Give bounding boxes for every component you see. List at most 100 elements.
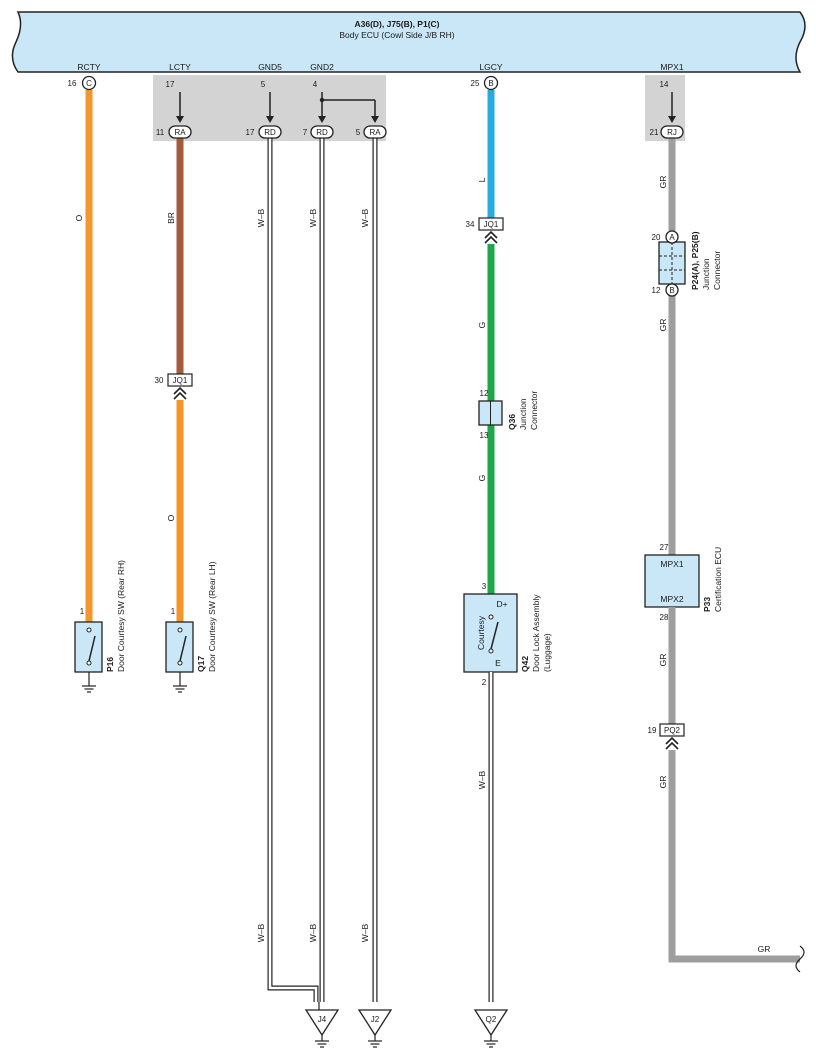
body-ecu-box xyxy=(11,11,806,73)
chevron-jq1-lgcy-1 xyxy=(484,230,498,239)
arrow-mpx1 xyxy=(668,116,676,123)
wire-label-wb-3: W–B xyxy=(308,208,318,227)
ground-j2-triangle xyxy=(357,1009,393,1037)
pin-p24-b: 12 xyxy=(652,286,661,295)
connector-rj-letter: RJ xyxy=(667,128,677,137)
p33-code: P33 xyxy=(702,597,712,612)
q42-line1: Door Lock Assembly xyxy=(531,594,541,672)
q17-switch-arm xyxy=(179,635,187,662)
p16-switch-arm xyxy=(88,635,96,662)
q42-switch-arm xyxy=(490,621,499,650)
pin-lcty: 17 xyxy=(166,80,175,89)
wire-label-gr-1: GR xyxy=(658,176,668,189)
q36-line2: Connector xyxy=(529,391,539,430)
q42-code: Q42 xyxy=(520,656,530,672)
arrow-lcty xyxy=(176,116,184,123)
connector-c-letter: C xyxy=(86,79,92,88)
connector-b2-letter: B xyxy=(669,286,674,295)
p33-mpx1: MPX1 xyxy=(660,559,683,569)
connector-ra-lcty-letter: RA xyxy=(174,128,186,137)
pin-q36-in: 12 xyxy=(480,389,489,398)
q42-box xyxy=(463,593,518,673)
wire-label-gr-5: GR xyxy=(758,944,771,954)
connector-b-letter: B xyxy=(488,79,493,88)
pin-rd-gnd2: 7 xyxy=(303,128,308,137)
ground-icon-q17 xyxy=(172,679,188,693)
q42-inner-label: Courtesy xyxy=(476,615,486,650)
connector-rd-gnd2 xyxy=(310,125,334,139)
q36-line1: Junction xyxy=(518,398,528,430)
ground-icon-j4 xyxy=(314,1034,330,1048)
pin-rcty: 16 xyxy=(68,79,77,88)
pin-gnd2: 4 xyxy=(313,80,318,89)
ground-q2-triangle xyxy=(473,1009,509,1037)
wire-mpx1-gray-3 xyxy=(668,750,800,963)
q42-contact-bottom xyxy=(488,648,494,654)
wire-label-br: BR xyxy=(166,212,176,224)
terminal-gnd2: GND2 xyxy=(310,62,334,72)
connector-rd-gnd5-letter: RD xyxy=(264,128,276,137)
ground-j4-label: J4 xyxy=(318,1015,327,1024)
pin-q42-in: 3 xyxy=(482,582,487,591)
chevron-pq2-1 xyxy=(665,736,679,745)
connector-a-letter: A xyxy=(669,233,675,242)
connector-ra-gnd2 xyxy=(363,125,387,139)
wire-label-o-2: O xyxy=(166,514,176,521)
pin-jq1-top: 34 xyxy=(466,220,475,229)
q36-code: Q36 xyxy=(507,414,517,430)
arrow-gnd2 xyxy=(318,116,326,123)
wire-label-wb-4: W–B xyxy=(308,923,318,942)
wire-label-wb-5: W–B xyxy=(360,208,370,227)
q42-line2: (Luggage) xyxy=(542,633,552,672)
wire-break-mark xyxy=(795,945,805,973)
wire-label-gr-2: GR xyxy=(658,319,668,332)
connector-c-badge xyxy=(81,75,97,91)
wire-label-l: L xyxy=(477,177,487,182)
chevron-pq2-2 xyxy=(665,741,679,750)
p24-line2: Connector xyxy=(712,251,722,290)
pin-pq2: 19 xyxy=(648,726,657,735)
wire-label-gr-3: GR xyxy=(658,654,668,667)
wire-label-o-1: O xyxy=(74,214,84,221)
q17-contact-bottom xyxy=(177,660,183,666)
connector-rd-gnd2-letter: RD xyxy=(316,128,328,137)
ecu-subtitle: Body ECU (Cowl Side J/B RH) xyxy=(339,30,454,40)
wire-gnd5-wb-inner xyxy=(268,138,318,1002)
pin-mpx1: 14 xyxy=(660,80,669,89)
pin-gnd5: 5 xyxy=(261,80,266,89)
q42-contact-top xyxy=(488,614,494,620)
connector-ra-gnd2-letter: RA xyxy=(369,128,381,137)
chevron-jq1-lgcy-2 xyxy=(484,235,498,244)
p16-code: P16 xyxy=(105,657,115,672)
arrow-gnd2-b xyxy=(371,116,379,123)
connector-pq2 xyxy=(659,723,685,737)
connector-b2-badge xyxy=(665,283,679,297)
connector-jq1-lcty xyxy=(167,373,193,387)
chevron-jq1-lcty-2 xyxy=(173,391,187,400)
connector-b-badge xyxy=(483,75,499,91)
connector-pq2-code: PQ2 xyxy=(664,726,681,735)
wire-label-g-2: G xyxy=(477,475,487,482)
terminal-rcty: RCTY xyxy=(77,62,100,72)
terminal-mpx1: MPX1 xyxy=(660,62,683,72)
pin-q36-out: 13 xyxy=(480,431,489,440)
terminal-lgcy: LGCY xyxy=(479,62,502,72)
ground-j2-label: J2 xyxy=(371,1015,380,1024)
p16-name: Door Courtesy SW (Rear RH) xyxy=(116,560,126,672)
p33-name: Certification ECU xyxy=(713,547,723,612)
arrow-gnd5 xyxy=(266,116,274,123)
wire-label-wb-2: W–B xyxy=(256,923,266,942)
ecu-title: A36(D), J75(B), P1(C) xyxy=(354,19,439,29)
q17-code: Q17 xyxy=(196,656,206,672)
p33-mpx2: MPX2 xyxy=(660,594,683,604)
pin-p33-out: 28 xyxy=(660,613,669,622)
chevron-jq1-lcty-1 xyxy=(173,386,187,395)
p24-line1: Junction xyxy=(701,258,711,290)
pin-lgcy: 25 xyxy=(471,79,480,88)
q17-contact-top xyxy=(177,627,183,633)
q17-name: Door Courtesy SW (Rear LH) xyxy=(207,561,217,672)
pin-rd-gnd5: 17 xyxy=(246,128,255,137)
wire-label-gr-4: GR xyxy=(658,776,668,789)
ground-icon-q2 xyxy=(483,1034,499,1048)
